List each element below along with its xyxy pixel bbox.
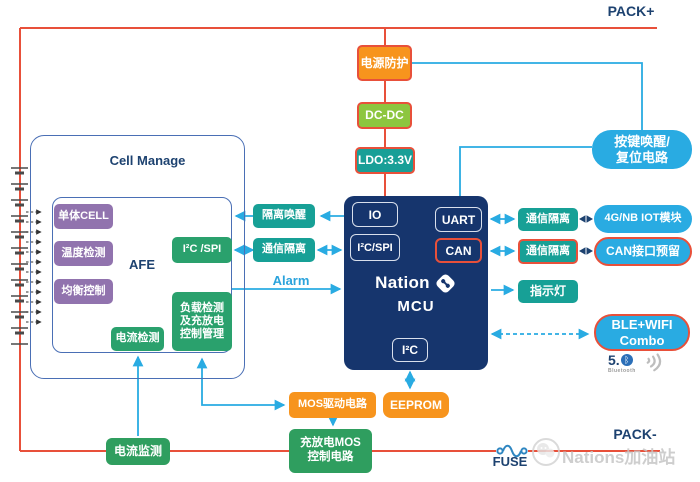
- fuse-label: FUSE: [492, 454, 528, 469]
- eeprom-node: EEPROM: [383, 392, 449, 418]
- bluetooth-word-label: Bluetooth: [608, 368, 636, 374]
- comm-iso-left-node: 通信隔离: [253, 238, 315, 262]
- battery-cells-icon: [11, 167, 28, 345]
- mcu-port-i2c-spi: I²C/SPI: [350, 234, 400, 261]
- nations-logo-icon: [436, 273, 455, 293]
- key-wake-reset-node: 按键唤醒/ 复位电路: [592, 130, 692, 169]
- mcu-port-can: CAN: [435, 238, 482, 263]
- temp-detect-node: 温度检测: [54, 241, 113, 266]
- mcu-port-uart: UART: [435, 207, 482, 232]
- bt-version-label: 5.: [608, 352, 620, 368]
- mcu-node: [344, 196, 488, 370]
- comm-iso-uart-node: 通信隔离: [518, 208, 578, 231]
- comm-iso-can-node: 通信隔离: [518, 239, 578, 264]
- current-detect-node: 电流检测: [111, 327, 164, 351]
- iso-wake-node: 隔离唤醒: [253, 204, 315, 228]
- alarm-label: Alarm: [272, 273, 310, 288]
- mos-driver-node: MOS驱动电路: [289, 392, 376, 418]
- fuse-icon: [496, 444, 528, 458]
- load-detect-node: 负载检测 及充放电 控制管理: [172, 292, 232, 351]
- ble-wifi-combo-node: BLE+WIFI Combo: [594, 314, 690, 351]
- cell-manage-box: [30, 135, 245, 379]
- mos-control-node: 充放电MOS 控制电路: [289, 429, 372, 473]
- bluetooth-icon: ᛒ: [620, 354, 633, 366]
- mcu-port-i2c: I²C: [392, 338, 428, 362]
- cell-manage-title: Cell Manage: [109, 153, 186, 168]
- nation-brand-label: Nation: [375, 273, 430, 292]
- afe-box: [52, 197, 232, 353]
- pack-minus-label: PACK-: [613, 426, 657, 442]
- wireless-signal-icon: [646, 353, 661, 372]
- dcdc-node: DC-DC: [357, 102, 412, 129]
- cell-voltage-node: 单体CELL: [54, 204, 113, 229]
- mcu-label: MCU: [397, 297, 435, 315]
- balance-control-node: 均衡控制: [54, 279, 113, 304]
- signal-wires: [132, 62, 643, 436]
- current-monitor-node: 电流监测: [106, 438, 170, 465]
- watermark-text: Nations加油站: [562, 448, 676, 467]
- power-protection-node: 电源防护: [357, 45, 412, 81]
- link-diamond-arrows: [579, 215, 593, 255]
- mcu-port-io: IO: [352, 202, 398, 227]
- ldo-node: LDO:3.3V: [355, 147, 415, 174]
- indicator-led-node: 指示灯: [518, 280, 578, 303]
- afe-label: AFE: [129, 257, 155, 272]
- module-4g-nbiot-node: 4G/NB IOT模块: [594, 205, 692, 233]
- can-reserved-node: CAN接口预留: [594, 237, 692, 266]
- wechat-watermark-icon: [532, 438, 560, 466]
- pack-plus-label: PACK+: [607, 3, 655, 19]
- afe-i2c-spi-node: I²C /SPI: [172, 237, 232, 263]
- cell-sense-arrows: [26, 209, 42, 325]
